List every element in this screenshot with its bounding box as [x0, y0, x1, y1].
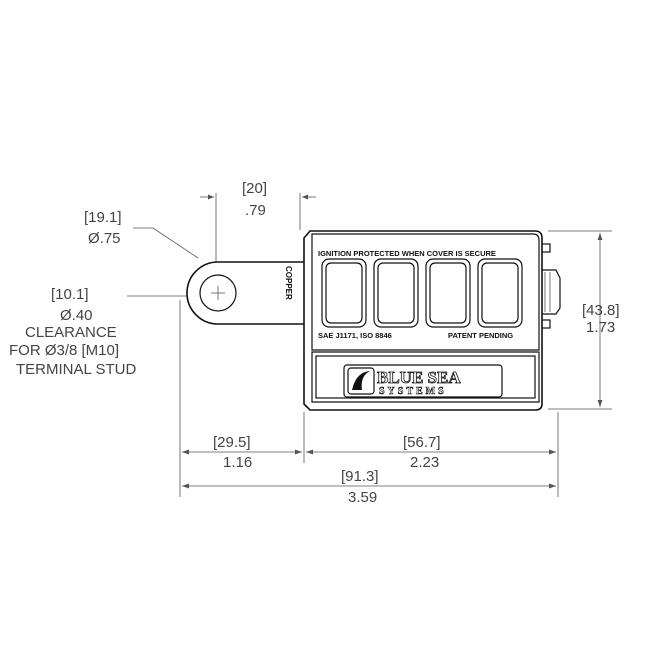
clearance-line3: TERMINAL STUD — [16, 361, 136, 378]
lug-dia-mm: [19.1] — [84, 209, 122, 226]
cover-text-top: IGNITION PROTECTED WHEN COVER IS SECURE — [318, 249, 496, 258]
fuse-windows — [321, 258, 523, 328]
stud-hole — [199, 274, 237, 312]
logo-box — [343, 364, 503, 398]
dimension-labels: [20] .79 [19.1] Ø.75 [10.1] Ø.40 CLEARAN… — [9, 180, 620, 506]
copper-label: COPPER — [284, 266, 293, 300]
hole-in: Ø.40 — [60, 307, 93, 324]
fuse-block-drawing — [186, 230, 561, 411]
height-in: 1.73 — [586, 319, 615, 336]
logo-line1: BLUE SEA — [377, 368, 461, 387]
cover-text-right: PATENT PENDING — [448, 331, 513, 340]
logo-line2: SYSTEMS — [379, 386, 447, 397]
height-mm: [43.8] — [582, 302, 620, 319]
hole-mm: [10.1] — [51, 286, 89, 303]
copper-lug — [186, 261, 307, 325]
part-text: COPPER IGNITION PROTECTED WHEN COVER IS … — [284, 249, 513, 397]
overall-in: 3.59 — [348, 489, 377, 506]
lug-len-mm: [29.5] — [213, 434, 251, 451]
overall-mm: [91.3] — [341, 468, 379, 485]
stud-offset-mm: [20] — [242, 180, 267, 197]
dimension-lines — [127, 193, 612, 497]
clearance-line1: CLEARANCE — [25, 324, 117, 341]
cover-text-left: SAE J1171, ISO 8846 — [318, 331, 392, 340]
body-len-in: 2.23 — [410, 454, 439, 471]
body-len-mm: [56.7] — [403, 434, 441, 451]
clearance-line2: FOR Ø3/8 [M10] — [9, 342, 119, 359]
lug-len-in: 1.16 — [223, 454, 252, 471]
stud-offset-in: .79 — [245, 202, 266, 219]
lug-dia-in: Ø.75 — [88, 230, 121, 247]
